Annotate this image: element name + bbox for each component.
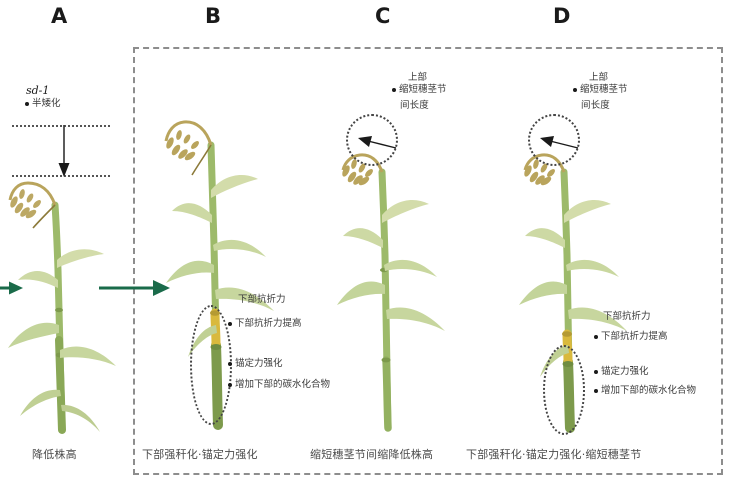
annotation-item-b-1: 锚定力强化 (228, 358, 283, 370)
caption-panel-d: 下部强秆化·锚定力强化·缩短穗茎节 (466, 448, 642, 461)
annotation-item-label: 缩短穗茎节 (580, 84, 628, 95)
annotation-item-label: 下部抗折力提高 (235, 318, 302, 329)
bullet-dot (594, 370, 598, 374)
annotation-item-b-2: 增加下部的碳水化合物 (228, 379, 330, 391)
lower-stem-highlight-oval-d (543, 345, 585, 435)
height-ref-line-bottom (12, 175, 110, 177)
annotation-item-label: 增加下部的碳水化合物 (235, 379, 331, 390)
panicle-node-highlight-oval-d (528, 114, 580, 166)
panicle-node-highlight-oval-c (346, 114, 398, 166)
annotation-heading-b: 下部抗折力 (238, 294, 286, 305)
panicle-node-pointer-c (358, 136, 397, 149)
panel-letter-c: C (375, 4, 391, 28)
annotation-item-label: 下部抗折力提高 (601, 331, 668, 342)
bullet-dot (594, 389, 598, 393)
arrow-into-panel-a (0, 281, 23, 295)
top-annotation-item-d-1: 间长度 (581, 100, 610, 111)
gene-bullet-label: 半矮化 (32, 98, 61, 109)
bullet-dot (392, 88, 396, 92)
arrow-a-to-b (99, 280, 170, 296)
caption-panel-b: 下部强秆化·锚定力强化 (142, 448, 258, 461)
plant-illustration-c (337, 153, 445, 432)
bullet-dot (228, 322, 232, 326)
panel-letter-d: D (553, 4, 571, 28)
plant-illustration-a (8, 181, 116, 434)
caption-panel-c: 缩短穗茎节间缩降低株高 (310, 448, 434, 461)
bullet-dot (228, 362, 232, 366)
panel-letter-a: A (51, 4, 68, 28)
top-annotation-heading-c: 上部 (408, 72, 428, 83)
annotation-item-label: 缩短穗茎节 (399, 84, 447, 95)
gene-bullet-row: 半矮化 (25, 98, 61, 110)
annotation-item-label: 锚定力强化 (235, 358, 283, 369)
bullet-dot (594, 335, 598, 339)
annotation-item-label: 锚定力强化 (601, 366, 649, 377)
bullet-dot (25, 102, 29, 106)
bullet-dot (573, 88, 577, 92)
panicle-node-pointer-d (540, 136, 579, 149)
panel-letter-b: B (205, 4, 222, 28)
lower-stem-highlight-oval-b (190, 305, 232, 425)
height-reduction-arrow (58, 125, 70, 177)
bullet-dot (228, 383, 232, 387)
gene-label-sd1: sd-1 (26, 84, 50, 97)
height-ref-line-top (12, 125, 110, 127)
annotation-item-label: 增加下部的碳水化合物 (601, 385, 697, 396)
annotation-item-d-0: 下部抗折力提高 (594, 331, 668, 343)
top-annotation-heading-d: 上部 (589, 72, 609, 83)
top-annotation-item-d-0: 缩短穗茎节 (573, 84, 628, 96)
main-dashed-container (133, 47, 723, 475)
top-annotation-item-c-0: 缩短穗茎节 (392, 84, 447, 96)
annotation-heading-d: 下部抗折力 (603, 311, 651, 322)
annotation-item-d-2: 增加下部的碳水化合物 (594, 385, 696, 397)
top-annotation-item-c-1: 间长度 (400, 100, 429, 111)
caption-panel-a: 降低株高 (32, 448, 77, 461)
annotation-item-d-1: 锚定力强化 (594, 366, 649, 378)
annotation-item-b-0: 下部抗折力提高 (228, 318, 302, 330)
